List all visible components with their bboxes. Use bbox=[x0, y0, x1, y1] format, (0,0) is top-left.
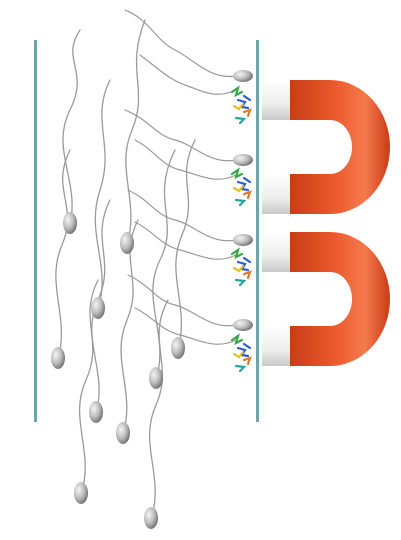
magnet-tip-lower bbox=[262, 174, 290, 214]
magnet-top bbox=[262, 80, 390, 214]
magnet-tip-upper bbox=[262, 232, 290, 272]
sperm-head bbox=[171, 337, 185, 359]
bound-sperm-head bbox=[233, 154, 253, 166]
magnet-tip-lower bbox=[262, 326, 290, 366]
sperm-head bbox=[120, 232, 134, 254]
bound-sperm-head bbox=[233, 319, 253, 331]
protein-cluster bbox=[232, 88, 250, 123]
sperm-head bbox=[89, 401, 103, 423]
left-membrane-line bbox=[34, 40, 37, 422]
sperm-head bbox=[91, 297, 105, 319]
magnet-tip-upper bbox=[262, 80, 290, 120]
bound-sperm-tails bbox=[125, 10, 236, 344]
magnet-body bbox=[290, 80, 390, 214]
sperm-head bbox=[149, 367, 163, 389]
magnet-bottom bbox=[262, 232, 390, 366]
bound-sperm-head bbox=[233, 70, 253, 82]
sperm-head bbox=[63, 212, 77, 234]
magnet-body bbox=[290, 232, 390, 366]
free-sperm-heads bbox=[51, 212, 185, 529]
bound-sperm-head bbox=[233, 234, 253, 246]
right-membrane-line bbox=[256, 40, 259, 422]
free-sperm-group bbox=[56, 20, 195, 520]
sperm-head bbox=[144, 507, 158, 529]
sperm-head bbox=[74, 482, 88, 504]
sperm-head bbox=[116, 422, 130, 444]
sperm-head bbox=[51, 347, 65, 369]
